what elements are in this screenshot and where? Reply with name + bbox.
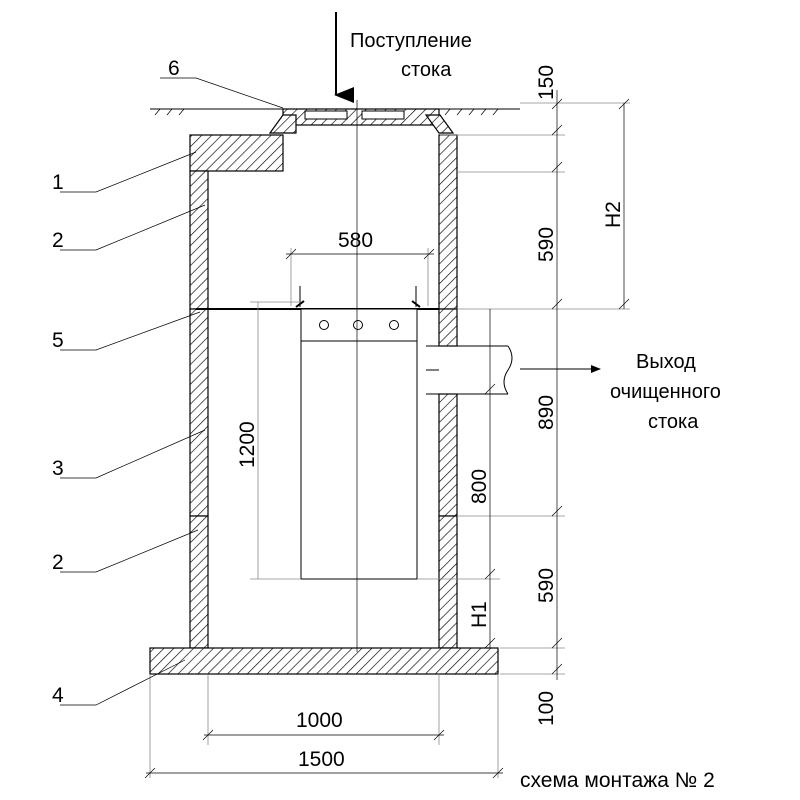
leader-lines xyxy=(60,77,284,706)
left-wall-lower-ring xyxy=(189,515,209,649)
outlet-pipe xyxy=(426,345,601,395)
dim-590-top: 590 xyxy=(535,227,558,262)
inflow-label-line2: стока xyxy=(401,59,452,81)
extension-lines xyxy=(149,102,630,778)
top-slab xyxy=(189,134,284,172)
dim-H1: H1 xyxy=(468,601,491,628)
manhole-cover xyxy=(268,108,455,134)
right-wall-middle-ring-bottom xyxy=(438,393,458,517)
dim-800: 800 xyxy=(468,469,491,504)
left-wall-middle-ring xyxy=(189,308,209,517)
left-wall-upper-ring xyxy=(189,170,209,310)
outflow-label-line2: очищенного xyxy=(610,381,721,403)
dim-1000: 1000 xyxy=(296,709,343,732)
dim-H2: H2 xyxy=(602,201,625,228)
right-wall-lower-ring xyxy=(438,515,458,649)
callout-3: 3 xyxy=(52,457,64,480)
inflow-label-line1: Поступление xyxy=(350,30,472,52)
right-wall-middle-ring-top xyxy=(438,308,458,347)
dim-590-bottom: 590 xyxy=(535,568,558,603)
base-slab xyxy=(149,647,499,675)
dim-100: 100 xyxy=(535,691,558,726)
dim-890: 890 xyxy=(535,395,558,430)
callout-6: 6 xyxy=(168,57,180,80)
callout-1: 1 xyxy=(52,171,64,194)
callout-2-bottom: 2 xyxy=(52,551,64,574)
callout-5: 5 xyxy=(52,329,64,352)
dim-150: 150 xyxy=(535,65,558,100)
right-wall-upper-ring xyxy=(438,134,458,310)
outflow-label-line1: Выход xyxy=(636,351,696,373)
dim-1200: 1200 xyxy=(236,421,259,468)
callout-2-top: 2 xyxy=(52,229,64,252)
dim-580: 580 xyxy=(338,229,373,252)
callout-4: 4 xyxy=(52,684,64,707)
dim-1500: 1500 xyxy=(298,748,345,771)
caption: схема монтажа № 2 xyxy=(520,769,715,792)
dimension-lines xyxy=(144,90,630,779)
outflow-label-line3: стока xyxy=(648,411,699,433)
filter-module xyxy=(300,308,418,580)
